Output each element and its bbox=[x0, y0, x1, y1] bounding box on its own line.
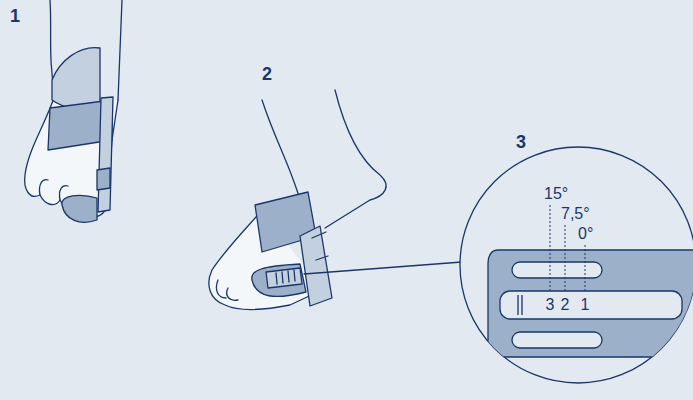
position-number: 3 bbox=[546, 296, 555, 314]
angle-label: 15° bbox=[544, 185, 568, 203]
position-number: 2 bbox=[561, 296, 570, 314]
splint-detail bbox=[458, 145, 693, 385]
angle-label: 0° bbox=[578, 225, 593, 243]
zoom-circle: 15° 7,5° 0° 321 bbox=[458, 145, 693, 385]
angle-label: 7,5° bbox=[561, 205, 590, 223]
panel-number: 1 bbox=[10, 6, 20, 26]
panel-number: 3 bbox=[516, 132, 526, 152]
panel-number: 2 bbox=[262, 64, 272, 84]
position-number: 1 bbox=[581, 296, 590, 314]
